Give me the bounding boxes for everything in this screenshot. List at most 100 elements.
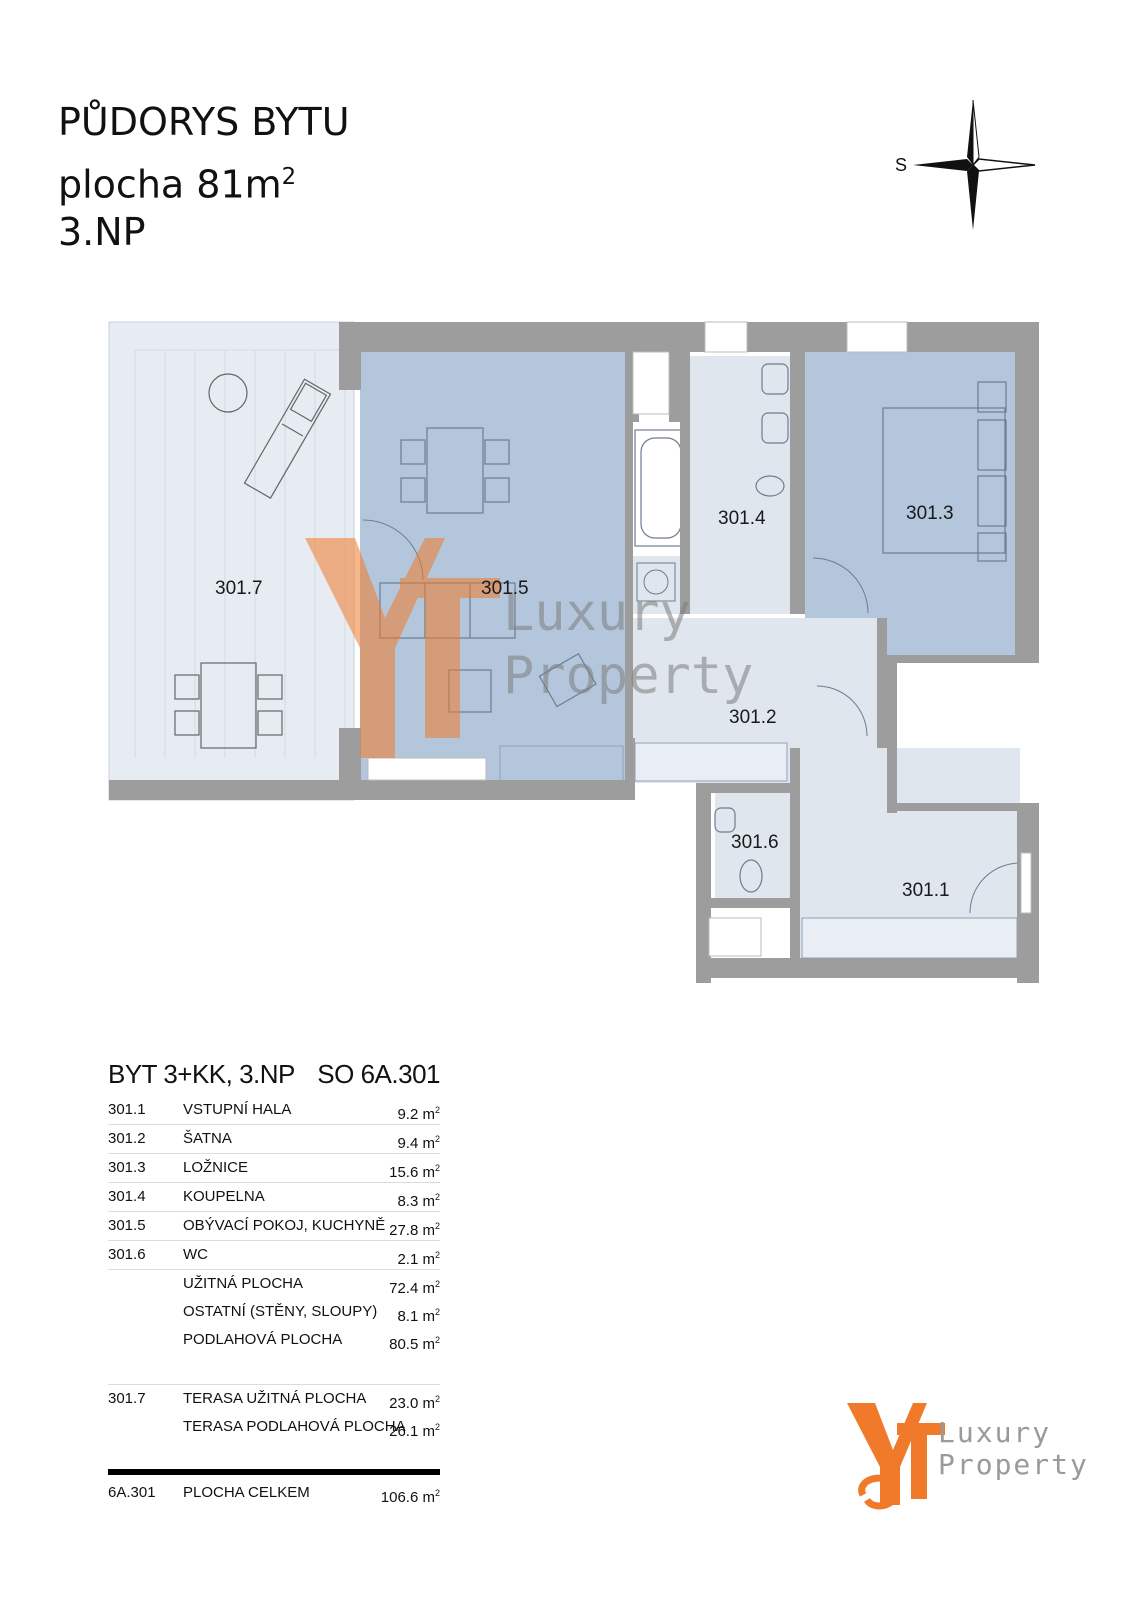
table-row: 301.3 LOŽNICE 15.6 m2 (108, 1154, 440, 1183)
bathroom (690, 356, 790, 614)
row-area-value: 106.6 (380, 1489, 419, 1506)
row-area-value: 80.5 (389, 1336, 419, 1353)
row-code: 301.4 (108, 1188, 146, 1205)
row-area-sup: 2 (434, 1394, 440, 1404)
room-label-301-5: 301.5 (481, 578, 529, 599)
toilet-icon (714, 807, 763, 893)
brand-logo-icon (847, 1403, 945, 1510)
row-area-sup: 2 (434, 1221, 440, 1231)
bedroom-door-arc (812, 557, 869, 614)
row-name: WC (183, 1246, 208, 1263)
row-area-sup: 2 (434, 1192, 440, 1202)
room-label-301-3: 301.3 (906, 503, 954, 524)
plant-pot-icon (208, 373, 248, 413)
row-code: 301.2 (108, 1130, 146, 1147)
row-code: 301.6 (108, 1246, 146, 1263)
row-area-sup: 2 (434, 1250, 440, 1260)
row-area-unit: m (422, 1193, 435, 1210)
room-label-301-6: 301.6 (731, 832, 779, 853)
bathtub-icon (634, 429, 688, 547)
row-name: OBÝVACÍ POKOJ, KUCHYNĚ (183, 1217, 386, 1234)
row-code: 6A.301 (108, 1484, 156, 1501)
row-area-sup: 2 (434, 1105, 440, 1115)
row-area: 80.5 m2 (389, 1326, 440, 1359)
watermark-text-luxury: Luxury (503, 583, 691, 643)
bed-icon (882, 381, 1007, 562)
room-label-301-7: 301.7 (215, 578, 263, 599)
floor-label: 3.NP (58, 210, 146, 254)
row-name: TERASA UŽITNÁ PLOCHA (183, 1390, 367, 1407)
row-area-unit: m (422, 1135, 435, 1152)
row-area-unit: m (422, 1164, 435, 1181)
compass-south-label: S (895, 155, 907, 175)
row-area-sup: 2 (434, 1134, 440, 1144)
row-area-value: 15.6 (389, 1164, 419, 1181)
table-code: SO 6A.301 (317, 1059, 440, 1089)
row-code: 301.5 (108, 1217, 146, 1234)
row-area: 15.6 m2 (389, 1154, 440, 1187)
row-area-value: 2.1 (397, 1251, 419, 1268)
row-name: OSTATNÍ (STĚNY, SLOUPY) (183, 1303, 378, 1320)
row-area-value: 27.8 (389, 1222, 419, 1239)
wc (715, 793, 790, 898)
room-label-301-4: 301.4 (718, 508, 766, 529)
total-divider (108, 1469, 440, 1475)
row-area-unit: m (422, 1251, 435, 1268)
entry-door-arc (969, 862, 1021, 914)
hall-storage (801, 917, 1018, 959)
row-area-value: 8.1 (397, 1308, 419, 1325)
row-code: 301.1 (108, 1101, 146, 1118)
row-name: ŠATNA (183, 1130, 232, 1147)
row-area: 9.2 m2 (397, 1096, 440, 1129)
table-row: 301.6 WC 2.1 m2 (108, 1241, 440, 1270)
row-area-sup: 2 (434, 1307, 440, 1317)
brand-logo-text-luxury: Luxury (938, 1416, 1052, 1449)
row-name: KOUPELNA (183, 1188, 265, 1205)
row-area-sup: 2 (434, 1422, 440, 1432)
washing-machine-icon (636, 562, 676, 602)
table-divider (108, 1354, 440, 1385)
page-title: PŮDORYS BYTU (58, 100, 350, 144)
row-area-unit: m (422, 1106, 435, 1123)
row-name: TERASA PODLAHOVÁ PLOCHA (183, 1418, 406, 1435)
dressing-door-arc (816, 685, 868, 737)
kitchen-counter (499, 745, 624, 783)
lounge-chair-icon (243, 378, 332, 499)
row-area-unit: m (422, 1423, 435, 1440)
washbasin-icon (755, 363, 789, 497)
row-area: 26.1 m2 (389, 1413, 440, 1446)
dining-table-icon (400, 427, 510, 514)
row-area: 106.6 m2 (381, 1479, 440, 1512)
row-area-value: 9.2 (397, 1106, 419, 1123)
row-area-unit: m (422, 1308, 435, 1325)
row-area: 72.4 m2 (389, 1270, 440, 1303)
row-area: 23.0 m2 (389, 1385, 440, 1418)
row-area: 8.3 m2 (397, 1183, 440, 1216)
room-label-301-2: 301.2 (729, 707, 777, 728)
row-area-sup: 2 (434, 1279, 440, 1289)
wardrobe (634, 742, 788, 782)
row-area-sup: 2 (434, 1163, 440, 1173)
row-code: 301.3 (108, 1159, 146, 1176)
row-area-unit: m (422, 1395, 435, 1412)
row-area-sup: 2 (434, 1335, 440, 1345)
row-name: PLOCHA CELKEM (183, 1484, 310, 1501)
row-area-unit: m (422, 1489, 435, 1506)
living-room (360, 352, 625, 780)
terrace-table-icon (174, 662, 283, 749)
watermark-text-property: Property (503, 646, 753, 706)
summary-row: OSTATNÍ (STĚNY, SLOUPY) 8.1 m2 (108, 1298, 440, 1326)
area-text: plocha 81m (58, 162, 282, 207)
row-area-value: 23.0 (389, 1395, 419, 1412)
row-name: LOŽNICE (183, 1159, 249, 1176)
row-area-value: 26.1 (389, 1423, 419, 1440)
table-title: BYT 3+KK, 3.NP (108, 1059, 295, 1089)
